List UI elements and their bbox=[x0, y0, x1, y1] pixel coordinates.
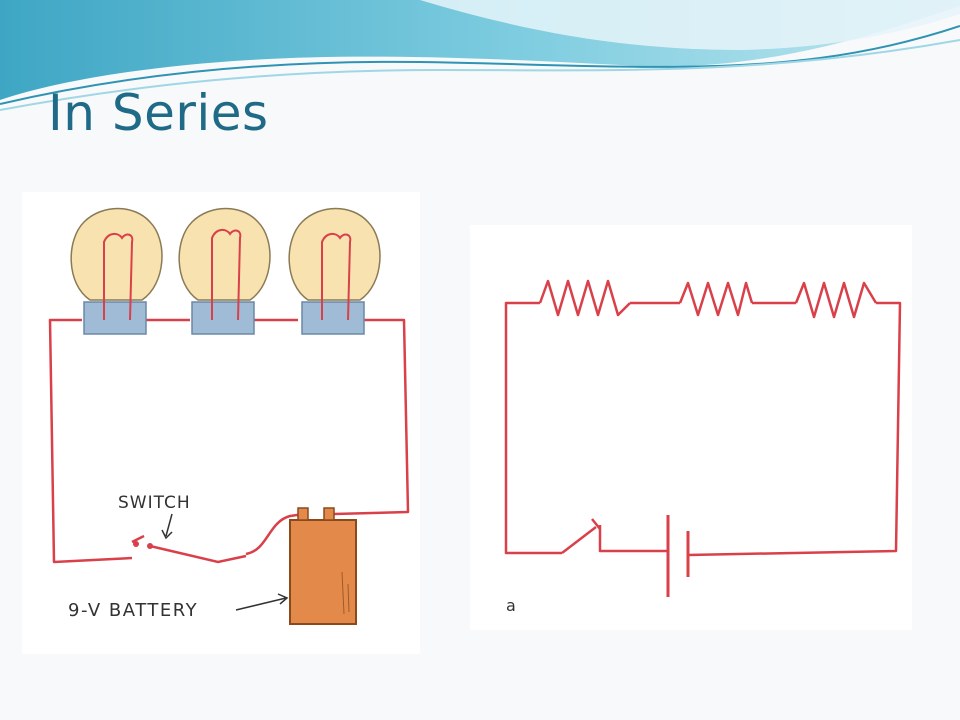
resistor-2 bbox=[678, 281, 754, 317]
slide-title: In Series bbox=[48, 84, 269, 142]
resistor-3 bbox=[794, 281, 878, 319]
circuit-wire bbox=[48, 318, 410, 564]
schematic-circuit-panel: a bbox=[470, 225, 912, 630]
resistor-1 bbox=[538, 279, 631, 317]
switch bbox=[131, 534, 247, 564]
bulb-3 bbox=[288, 207, 381, 335]
bulb-2 bbox=[178, 207, 271, 335]
schematic-switch bbox=[561, 518, 601, 554]
pictorial-circuit-diagram: SWITCH 9-V BATTERY bbox=[48, 207, 410, 625]
bulb-1 bbox=[70, 207, 163, 335]
switch-label: SWITCH bbox=[118, 493, 191, 513]
schematic-circuit-diagram: a bbox=[504, 279, 902, 615]
pictorial-circuit-panel: SWITCH 9-V BATTERY bbox=[22, 192, 420, 654]
schematic-corner-label: a bbox=[506, 596, 516, 615]
schematic-wire bbox=[504, 301, 902, 557]
schematic-battery bbox=[666, 515, 690, 597]
battery-label-arrow bbox=[235, 593, 289, 611]
wave-band-light bbox=[420, 0, 960, 50]
header-wave bbox=[0, 0, 960, 111]
wave-line bbox=[0, 25, 960, 105]
wave-line-2 bbox=[0, 39, 960, 111]
switch-label-arrow bbox=[161, 513, 173, 540]
battery bbox=[289, 507, 357, 625]
battery-label: 9-V BATTERY bbox=[68, 600, 198, 621]
